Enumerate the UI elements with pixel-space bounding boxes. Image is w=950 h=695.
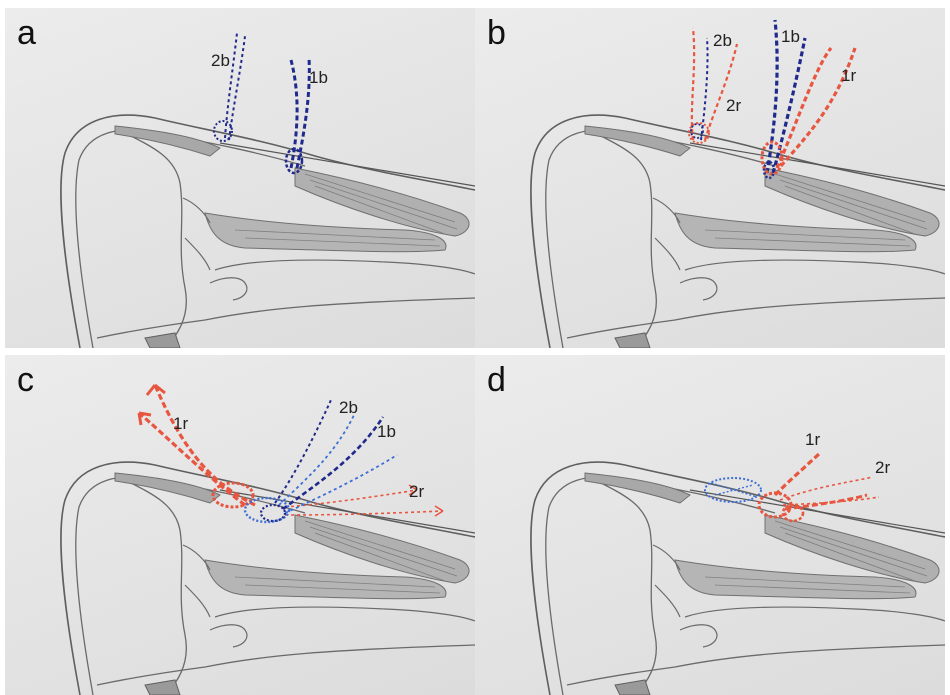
panel-c: 1r 2b 1b 2r c bbox=[5, 355, 475, 695]
label-1r: 1r bbox=[173, 414, 188, 433]
label-2r: 2r bbox=[726, 96, 741, 115]
label-1r: 1r bbox=[805, 430, 820, 449]
panel-letter-c: c bbox=[17, 361, 34, 400]
panel-b: 2b 2r 1b 1r b bbox=[475, 8, 945, 348]
panel-c-drawing: 1r 2b 1b 2r bbox=[5, 355, 475, 695]
label-1r: 1r bbox=[841, 66, 856, 85]
label-2b: 2b bbox=[211, 51, 230, 70]
label-1b: 1b bbox=[309, 68, 328, 87]
panel-d: 1r 2r d bbox=[475, 355, 945, 695]
label-1b: 1b bbox=[377, 422, 396, 441]
label-1b: 1b bbox=[781, 27, 800, 46]
panel-a: 2b 1b a bbox=[5, 8, 475, 348]
label-2r: 2r bbox=[409, 482, 424, 501]
panel-letter-b: b bbox=[487, 14, 506, 53]
panel-letter-d: d bbox=[487, 361, 506, 400]
label-2b: 2b bbox=[713, 31, 732, 50]
panel-letter-a: a bbox=[17, 14, 36, 53]
label-2b: 2b bbox=[339, 398, 358, 417]
fiber-1b bbox=[291, 60, 297, 168]
label-2r: 2r bbox=[875, 458, 890, 477]
panel-d-drawing: 1r 2r bbox=[475, 355, 945, 695]
panel-a-drawing: 2b 1b bbox=[5, 8, 475, 348]
panel-b-drawing: 2b 2r 1b 1r bbox=[475, 8, 945, 348]
